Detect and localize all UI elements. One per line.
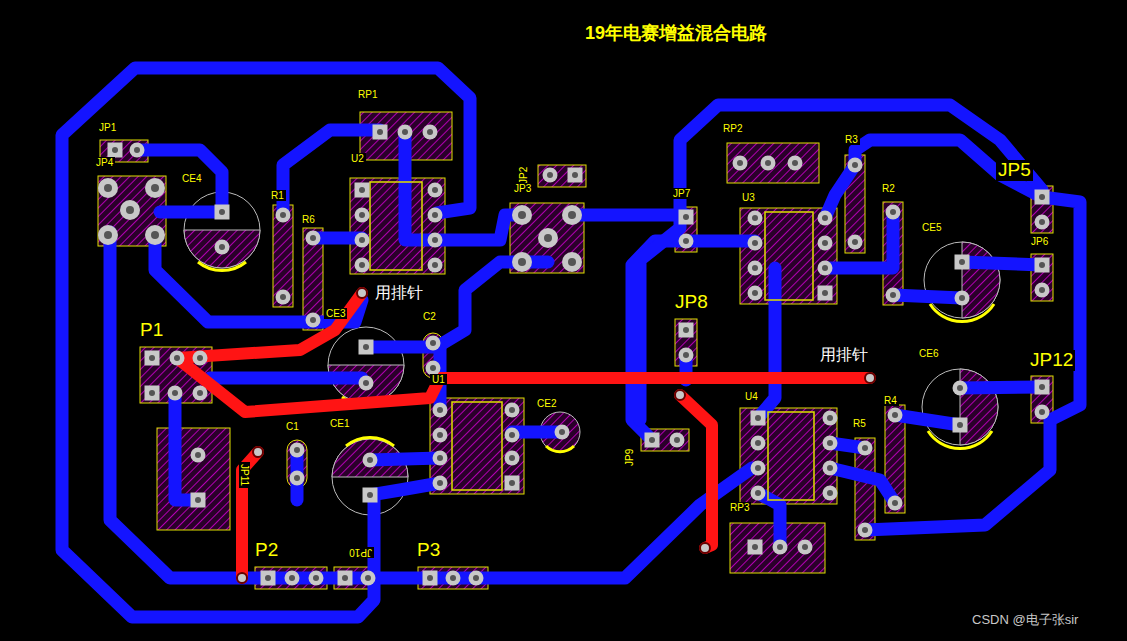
part-designator: R6 [300,214,317,225]
footprints [98,112,1053,589]
part-designator: JP8 [673,292,710,313]
part-designator: CE5 [920,222,943,233]
part-designator: R4 [882,395,899,406]
part-designator: JP9 [624,447,635,468]
part-designator: R5 [851,418,868,429]
cap-polarity-arcs [198,262,994,452]
note-text: 用排针 [373,284,425,302]
part-designator: JP3 [512,183,533,194]
watermark: CSDN @电子张sir [970,613,1080,627]
part-designator: CE4 [180,173,203,184]
part-designator: RP1 [356,89,379,100]
part-designator: P2 [253,540,280,561]
note-text: 用排针 [818,346,870,364]
part-designator: CE3 [324,308,347,319]
board-title: 19年电赛增益混合电路 [583,24,769,44]
vias [237,288,875,583]
pads [98,125,1050,586]
part-designator: U3 [740,192,757,203]
part-designator: JP7 [671,188,692,199]
red-traces [177,293,870,578]
part-designator: JP4 [94,157,115,168]
part-designator: JP5 [996,160,1033,181]
part-designator: U4 [743,391,760,402]
part-designator: JP11 [239,462,250,488]
part-designator: CE6 [917,348,940,359]
part-designator: RP2 [721,123,744,134]
part-designator: CE2 [535,398,558,409]
part-designator: JP10 [347,547,374,558]
ic-bodies [370,182,814,500]
blue-traces [62,68,1080,617]
part-designator: R3 [843,134,860,145]
part-designator: U1 [430,374,447,385]
part-designator: RP3 [728,502,751,513]
electrolytic-caps [184,192,1000,515]
part-designator: R1 [269,190,286,201]
part-designator: CE1 [328,418,351,429]
part-designator: C2 [421,311,438,322]
part-designator: P3 [415,540,442,561]
part-designator: JP6 [1029,236,1050,247]
part-designator: R2 [880,183,897,194]
part-designator: P1 [138,320,165,341]
part-designator: JP12 [1028,350,1075,371]
part-designator: U2 [349,153,366,164]
part-designator: C1 [284,421,301,432]
part-designator: JP1 [97,122,118,133]
